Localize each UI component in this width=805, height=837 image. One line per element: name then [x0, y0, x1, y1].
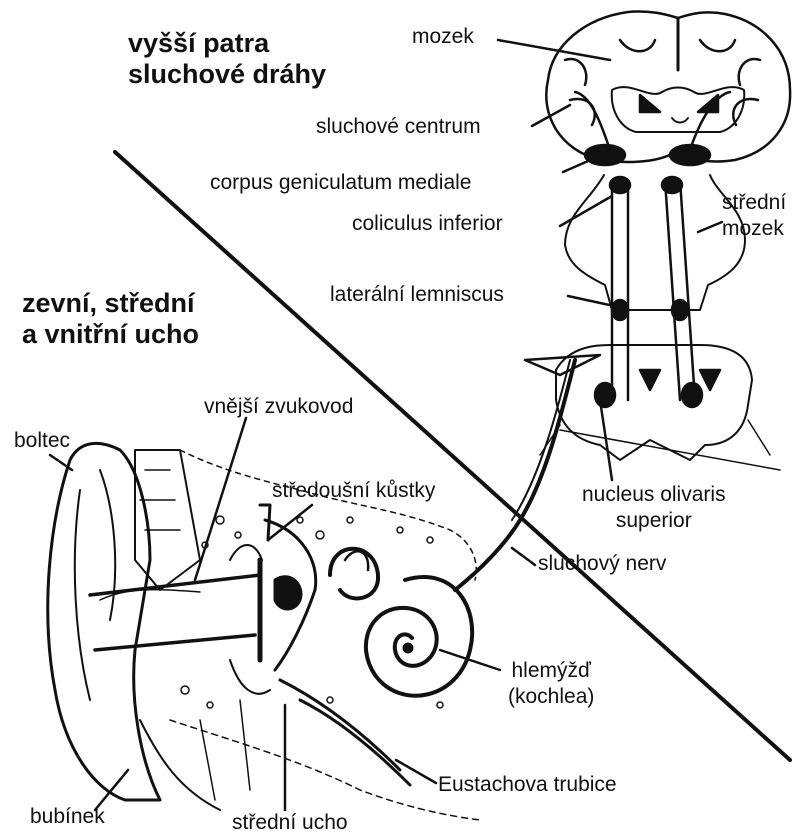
label-coliculus-inferior: coliculus inferior: [352, 213, 503, 234]
heading-upper-line1: vyšší patra: [128, 28, 326, 59]
label-boltec: boltec: [14, 430, 70, 451]
label-nucleus-line2: superior: [582, 508, 726, 534]
label-hlemyzd: hlemýžď (kochlea): [508, 658, 594, 711]
label-hlemyzd-line2: (kochlea): [508, 684, 594, 710]
divider-line: [115, 152, 790, 760]
label-vnejsi-zvukovod: vnější zvukovod: [204, 396, 353, 417]
label-hlemyzd-line1: hlemýžď: [508, 658, 594, 684]
label-stredni-ucho: střední ucho: [232, 812, 348, 833]
label-sluchovy-nerv: sluchový nerv: [538, 553, 666, 574]
label-stredni-mozek-line2: mozek: [722, 216, 786, 242]
heading-lower-line1: zevní, střední: [22, 288, 199, 319]
label-nucleus-line1: nucleus olivaris: [582, 482, 726, 508]
heading-lower-line2: a vnitřní ucho: [22, 319, 199, 350]
label-sluchove-centrum: sluchové centrum: [316, 116, 481, 137]
heading-lower: zevní, střední a vnitřní ucho: [22, 288, 199, 350]
label-nucleus-olivaris: nucleus olivaris superior: [582, 482, 726, 535]
label-lateralni-lemniscus: laterální lemniscus: [330, 284, 504, 305]
heading-upper: vyšší patra sluchové dráhy: [128, 28, 326, 90]
label-stredousni-kustky: středoušní kůstky: [272, 480, 435, 501]
label-eustachova-trubice: Eustachova trubice: [438, 774, 617, 795]
label-mozek: mozek: [412, 26, 474, 47]
label-corpus-geniculatum: corpus geniculatum mediale: [210, 172, 471, 193]
heading-upper-line2: sluchové dráhy: [128, 59, 326, 90]
label-bubinek: bubínek: [30, 806, 105, 827]
label-stredni-mozek: střední mozek: [722, 190, 786, 243]
label-stredni-mozek-line1: střední: [722, 190, 786, 216]
